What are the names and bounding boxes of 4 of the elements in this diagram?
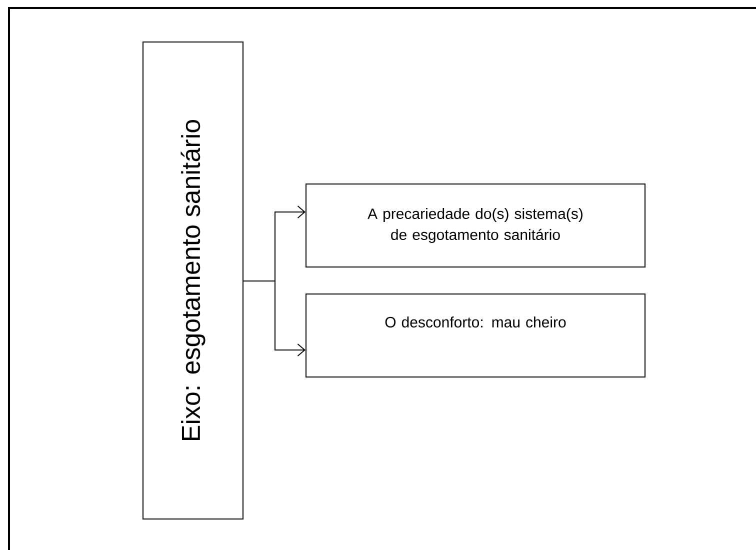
arrow xyxy=(243,280,306,356)
text-box: O desconforto: mau cheiro xyxy=(306,294,646,378)
text-box: A precariedade do(s) sistema(s) de esgotamento sanitário xyxy=(306,184,646,268)
axis-box: Eixo: esgotamento sanitário xyxy=(142,42,244,520)
